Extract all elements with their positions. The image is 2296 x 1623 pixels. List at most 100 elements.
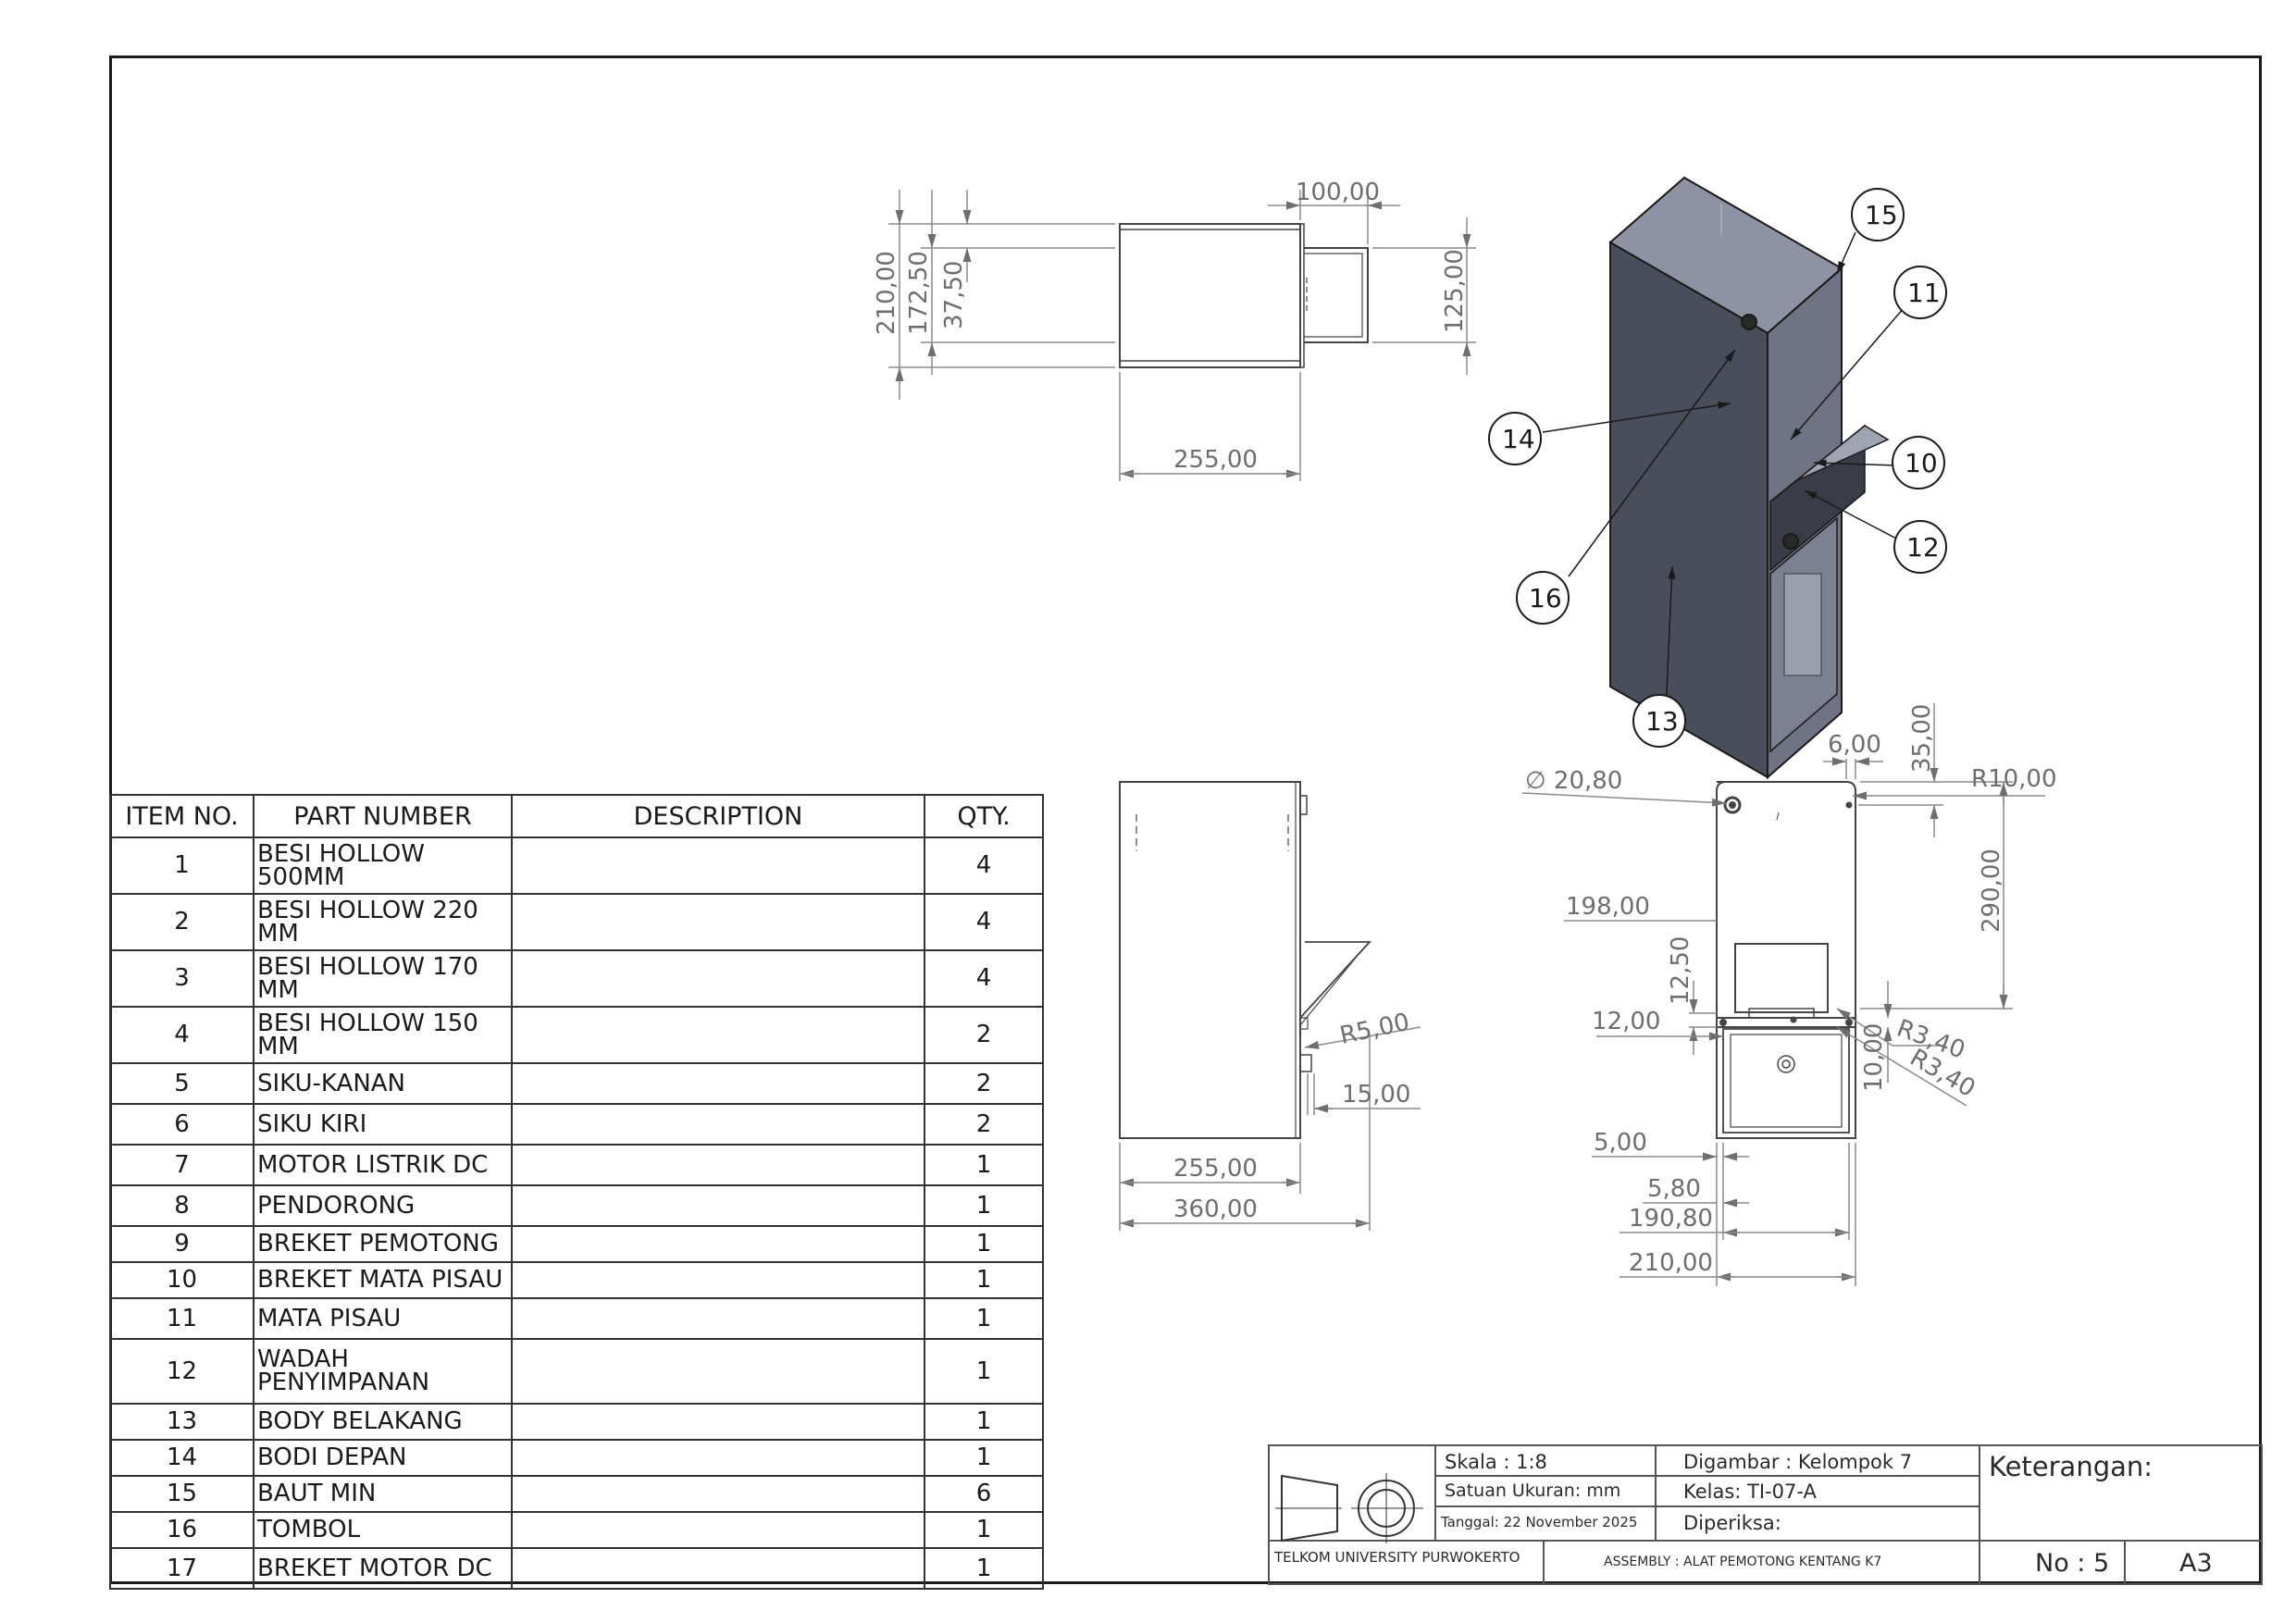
- iso-callouts: [1488, 188, 1947, 748]
- bom-cell-description: [511, 1403, 925, 1441]
- dim-side-360: 360,00: [1173, 1196, 1258, 1223]
- bom-cell-qty: 1: [924, 1297, 1044, 1340]
- dim-top-100: 100,00: [1296, 179, 1380, 206]
- callout-12: 12: [1906, 532, 1940, 563]
- tb-number: No : 5: [2035, 1549, 2110, 1578]
- dim-top-255: 255,00: [1173, 446, 1258, 474]
- bom-cell-description: [511, 1261, 925, 1299]
- bom-cell-item: 11: [109, 1297, 254, 1340]
- iso-button: [1741, 314, 1757, 330]
- callout-bubble-13: [1632, 694, 1686, 748]
- tb-scale: Skala : 1:8: [1445, 1451, 1547, 1473]
- dim-front-190: 190,80: [1629, 1205, 1713, 1233]
- callout-bubble-12: [1893, 520, 1947, 574]
- bom-cell-qty: 2: [924, 1103, 1044, 1146]
- bom-cell-item: 5: [109, 1062, 254, 1105]
- dim-front-12-50: 12,50: [1667, 936, 1694, 1005]
- top-view-body: [1119, 223, 1301, 368]
- top-view-dimensions: [888, 190, 1476, 481]
- bom-cell-qty: 1: [924, 1184, 1044, 1227]
- bom-cell-qty: 1: [924, 1261, 1044, 1299]
- bom-cell-qty: 2: [924, 1006, 1044, 1064]
- bom-cell-item: 13: [109, 1403, 254, 1441]
- bom-cell-qty: 1: [924, 1403, 1044, 1441]
- iso-motor-shaft: [1782, 533, 1799, 550]
- iso-callout-leaders: [1542, 231, 1905, 713]
- bom-cell-part: BESI HOLLOW 170 MM: [253, 949, 513, 1008]
- bom-cell-qty: 4: [924, 949, 1044, 1008]
- bom-cell-description: [511, 1103, 925, 1146]
- front-view-tray: [1734, 943, 1829, 1013]
- side-view-body: [1119, 781, 1301, 1139]
- side-view-motor-shaft: [1299, 1054, 1312, 1072]
- bom-cell-qty: 1: [924, 1225, 1044, 1263]
- front-view-body: [1716, 781, 1856, 1139]
- bom-cell-part: BREKET MOTOR DC: [253, 1547, 513, 1590]
- bom-cell-description: [511, 1547, 925, 1590]
- bom-cell-item: 15: [109, 1475, 254, 1513]
- tb-class: Kelas: TI-07-A: [1683, 1481, 1817, 1503]
- dim-top-125: 125,00: [1441, 249, 1469, 333]
- bom-header-item: ITEM NO.: [109, 794, 254, 838]
- bom-cell-description: [511, 1338, 925, 1405]
- bom-cell-description: [511, 1225, 925, 1263]
- bom-cell-description: [511, 1062, 925, 1105]
- title-block: Skala : 1:8 Satuan Ukuran: mm Tanggal: 2…: [1269, 1445, 2262, 1584]
- bom-cell-item: 7: [109, 1144, 254, 1186]
- dim-front-5: 5,00: [1594, 1129, 1647, 1157]
- bom-cell-part: MATA PISAU: [253, 1297, 513, 1340]
- dim-top-37: 37,50: [940, 261, 968, 329]
- dim-front-5-80: 5,80: [1647, 1175, 1701, 1203]
- bom-cell-description: [511, 1475, 925, 1513]
- front-view-dimensions: [1521, 703, 2045, 1286]
- callout-bubble-11: [1893, 266, 1947, 319]
- bom-cell-description: [511, 1511, 925, 1549]
- dim-front-6: 6,00: [1828, 731, 1881, 759]
- bom-header-row: ITEM NO. PART NUMBER DESCRIPTION QTY.: [109, 794, 1044, 838]
- bom-cell-qty: 4: [924, 836, 1044, 895]
- bom-cell-description: [511, 1297, 925, 1340]
- bom-cell-part: TOMBOL: [253, 1511, 513, 1549]
- callout-bubble-15: [1851, 188, 1905, 242]
- bom-cell-description: [511, 893, 925, 951]
- callout-10: 10: [1905, 448, 1938, 478]
- tb-institution: TELKOM UNIVERSITY PURWOKERTO: [1274, 1549, 1520, 1566]
- callout-bubble-14: [1488, 412, 1542, 465]
- bom-cell-part: BODY BELAKANG: [253, 1403, 513, 1441]
- dim-side-15: 15,00: [1342, 1081, 1410, 1109]
- isometric-view: [1608, 176, 1890, 780]
- bom-cell-part: MOTOR LISTRIK DC: [253, 1144, 513, 1186]
- tb-notes: Keterangan:: [1989, 1451, 2153, 1482]
- side-view-tray: [1299, 941, 1372, 1019]
- bom-cell-qty: 1: [924, 1338, 1044, 1405]
- bom-header-description: DESCRIPTION: [511, 794, 925, 838]
- bom-cell-item: 17: [109, 1547, 254, 1590]
- side-view: [1119, 781, 1372, 1139]
- front-view-storage: [1722, 1028, 1850, 1134]
- dim-top-172: 172,50: [905, 251, 933, 335]
- dim-front-35: 35,00: [1908, 704, 1936, 773]
- dim-front-12: 12,00: [1592, 1008, 1660, 1035]
- bom-cell-qty: 1: [924, 1439, 1044, 1477]
- callout-16: 16: [1529, 583, 1562, 613]
- bom-cell-description: [511, 1006, 925, 1064]
- bom-cell-item: 6: [109, 1103, 254, 1146]
- bom-cell-description: [511, 1144, 925, 1186]
- callout-11: 11: [1907, 278, 1941, 308]
- bom-cell-item: 10: [109, 1261, 254, 1299]
- dim-side-r5: R5,00: [1337, 1009, 1412, 1050]
- callout-bubble-10: [1892, 436, 1945, 489]
- title-block-grid: [1268, 1444, 2263, 1585]
- top-view-tray: [1304, 247, 1369, 343]
